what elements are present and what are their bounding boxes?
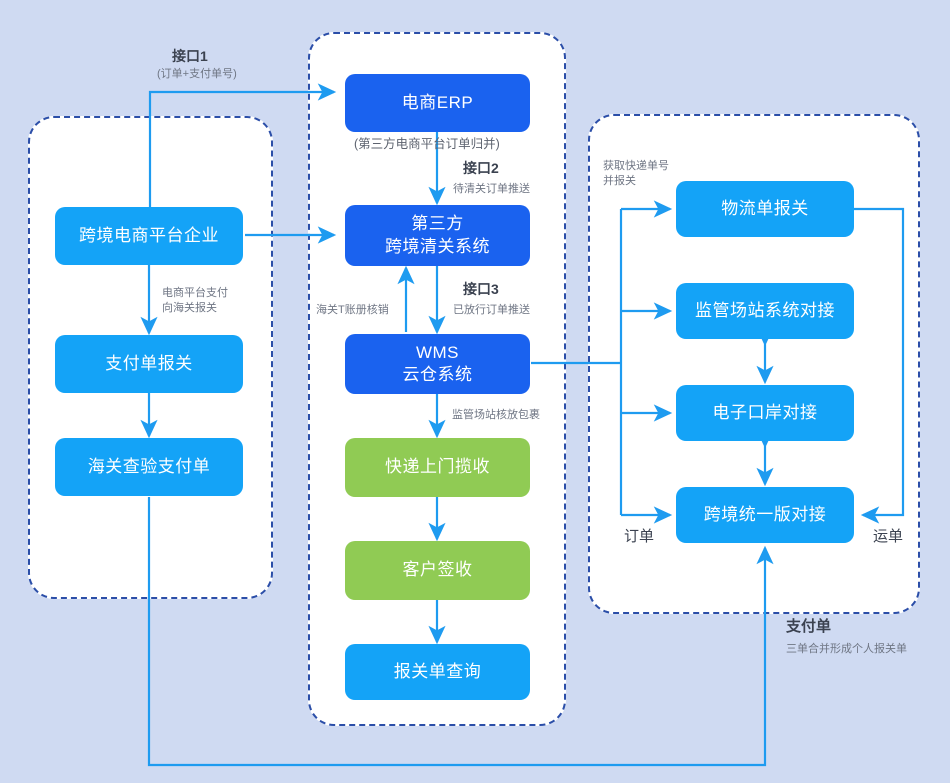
label-interface3-subtitle: 已放行订单推送 [453,304,530,316]
label-waybill-tag: 运单 [873,528,904,545]
label-customs-ledger-writeoff: 海关T账册核销 [316,304,389,316]
node-payment-declaration[interactable]: 支付单报关 [55,335,243,393]
label-interface1-subtitle: (订单+支付单号) [157,68,237,80]
node-logistics-declaration[interactable]: 物流单报关 [676,181,854,237]
node-eport-integration[interactable]: 电子口岸对接 [676,385,854,441]
label-interface1-title: 接口1 [172,48,208,64]
label-interface3-title: 接口3 [463,281,499,297]
node-supervision-station-integration[interactable]: 监管场站系统对接 [676,283,854,339]
label-interface2-title: 接口2 [463,160,499,176]
node-third-party-clearance[interactable]: 第三方 跨境清关系统 [345,205,530,266]
label-station-release-parcel: 监管场站核放包裹 [452,409,540,421]
node-customer-signed[interactable]: 客户签收 [345,541,530,600]
node-customs-verify-payment[interactable]: 海关查验支付单 [55,438,243,496]
label-get-waybill-and-declare: 获取快递单号 并报关 [603,160,669,187]
label-erp-merge-note: (第三方电商平台订单归并) [354,137,500,151]
node-wms-cloud-warehouse[interactable]: WMS 云仓系统 [345,334,530,394]
label-payment-tag: 支付单 [786,618,832,635]
node-unified-cross-border-integration[interactable]: 跨境统一版对接 [676,487,854,543]
node-cross-border-platform[interactable]: 跨境电商平台企业 [55,207,243,265]
node-ecommerce-erp[interactable]: 电商ERP [345,74,530,132]
label-platform-pay-to-customs: 电商平台支付 向海关报关 [162,287,228,314]
node-declaration-query[interactable]: 报关单查询 [345,644,530,700]
node-courier-pickup[interactable]: 快递上门揽收 [345,438,530,497]
label-order-tag: 订单 [624,528,655,545]
label-three-doc-merge-note: 三单合并形成个人报关单 [786,643,907,655]
label-interface2-subtitle: 待清关订单推送 [453,183,530,195]
